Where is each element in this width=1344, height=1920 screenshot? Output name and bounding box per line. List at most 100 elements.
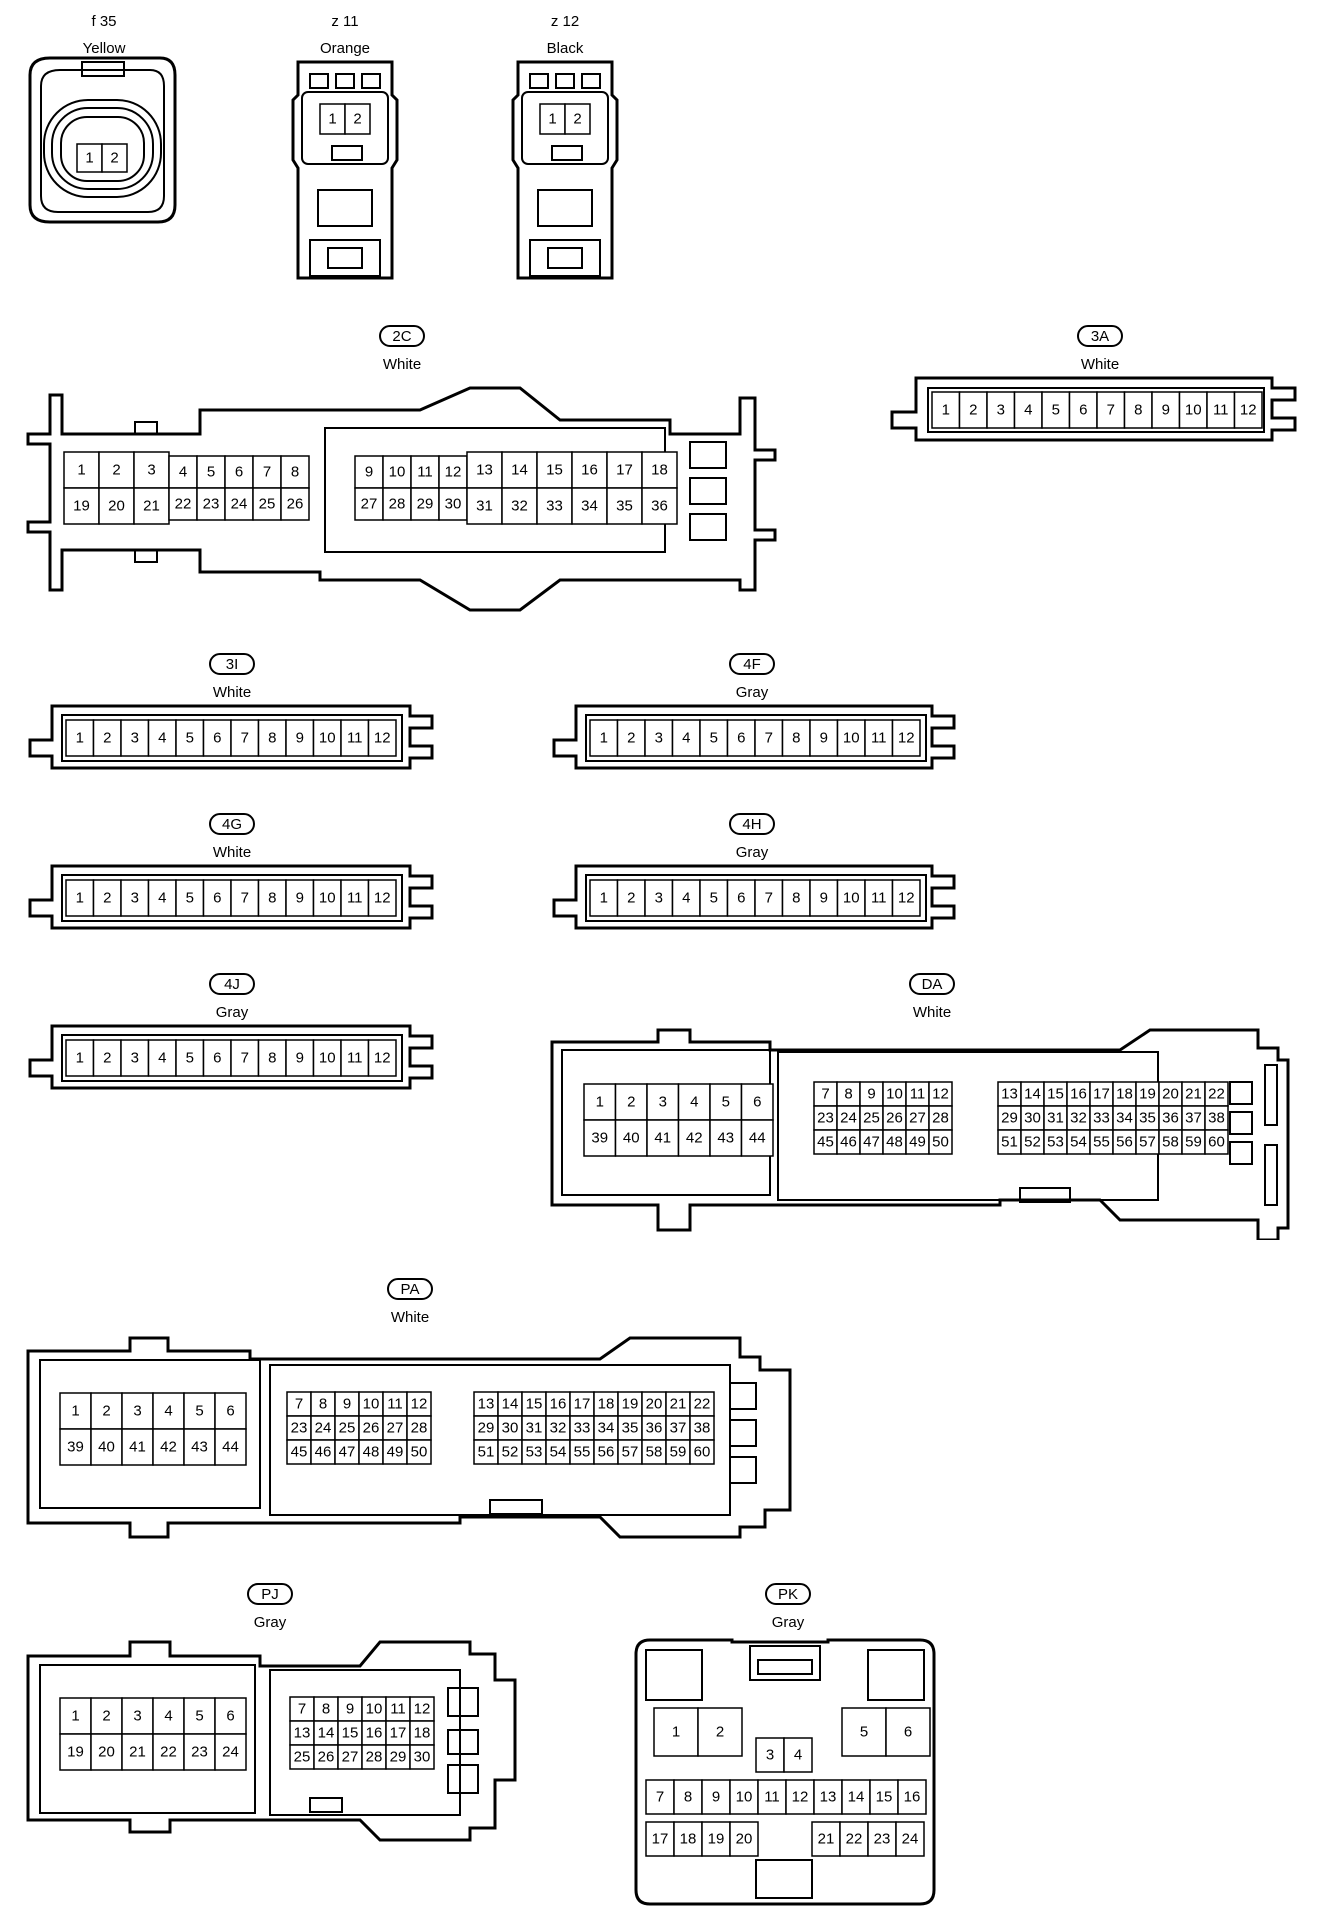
- pin-cell: [147, 1039, 177, 1077]
- pin: 4: [1024, 402, 1032, 419]
- pin: 12: [411, 1396, 428, 1413]
- pin: 1: [672, 1724, 680, 1741]
- connector-code: f 35: [91, 13, 116, 30]
- pin-cell: [897, 1779, 927, 1815]
- pin-cell: [726, 719, 756, 757]
- pin: 10: [319, 890, 336, 907]
- pin: 42: [686, 1130, 703, 1147]
- pin-cell: [257, 1039, 287, 1077]
- pin: 4: [690, 1094, 698, 1111]
- pin: 2: [353, 111, 361, 128]
- pin: 4: [794, 1747, 802, 1764]
- pin: 21: [143, 498, 160, 515]
- pin: 2: [110, 150, 118, 167]
- pin: 24: [315, 1420, 332, 1437]
- pin: 35: [616, 498, 633, 515]
- pin: 3: [659, 1094, 667, 1111]
- pin-cell: [385, 1720, 411, 1746]
- pin: 49: [387, 1444, 404, 1461]
- pin: 13: [1001, 1086, 1018, 1103]
- pin: 6: [226, 1403, 234, 1420]
- pin: 21: [129, 1744, 146, 1761]
- pin-cell: [673, 1779, 703, 1815]
- pin-cell: [986, 391, 1016, 429]
- pin-cell: [740, 1083, 774, 1121]
- pin: 6: [1079, 402, 1087, 419]
- pin: 10: [319, 730, 336, 747]
- pin-cell: [90, 1697, 123, 1735]
- pin: 12: [792, 1789, 809, 1806]
- pin-cell: [285, 879, 315, 917]
- pin: 44: [222, 1439, 239, 1456]
- pin-cell: [152, 1428, 185, 1466]
- connector-color: White: [383, 356, 421, 373]
- pin: 3: [766, 1747, 774, 1764]
- pin: 27: [909, 1110, 926, 1127]
- pin: 24: [222, 1744, 239, 1761]
- connector-color: Black: [547, 40, 584, 57]
- pin: 5: [195, 1708, 203, 1725]
- pin: 12: [898, 730, 915, 747]
- pin: 3: [655, 730, 663, 747]
- pin: 18: [651, 462, 668, 479]
- pin-cell: [1233, 391, 1263, 429]
- pin: 19: [67, 1744, 84, 1761]
- pin: 25: [863, 1110, 880, 1127]
- pin-cell: [406, 1439, 432, 1465]
- pin: 55: [1093, 1134, 1110, 1151]
- pin: 29: [1001, 1110, 1018, 1127]
- pin: 51: [1001, 1134, 1018, 1151]
- pin: 20: [98, 1744, 115, 1761]
- connector-color: Orange: [320, 40, 370, 57]
- connector-color: White: [213, 844, 251, 861]
- pin: 19: [73, 498, 90, 515]
- pin: 4: [164, 1708, 172, 1725]
- pin: 17: [390, 1725, 407, 1742]
- pin: 15: [526, 1396, 543, 1413]
- pin: 39: [67, 1439, 84, 1456]
- pin: 13: [294, 1725, 311, 1742]
- pin-cell: [312, 719, 342, 757]
- pin: 57: [1139, 1134, 1156, 1151]
- pin-cell: [641, 487, 678, 525]
- pin: 47: [863, 1134, 880, 1151]
- pin-cell: [121, 1392, 154, 1430]
- pin-cell: [1204, 1129, 1229, 1155]
- pin: 53: [1047, 1134, 1064, 1151]
- pin: 58: [646, 1444, 663, 1461]
- pin-cell: [202, 1039, 232, 1077]
- pin-cell: [147, 719, 177, 757]
- pin: 18: [598, 1396, 615, 1413]
- pin: 7: [263, 464, 271, 481]
- connector-color: White: [1081, 356, 1119, 373]
- pin: 5: [195, 1403, 203, 1420]
- pin: 10: [843, 730, 860, 747]
- pin: 9: [712, 1789, 720, 1806]
- pin: 36: [1162, 1110, 1179, 1127]
- pin-cell: [358, 1439, 384, 1465]
- pin: 8: [268, 1050, 276, 1067]
- pin: 40: [98, 1439, 115, 1456]
- pin-cell: [152, 1697, 185, 1735]
- pin: 36: [651, 498, 668, 515]
- pin: 9: [296, 1050, 304, 1067]
- pin-cell: [589, 879, 619, 917]
- pin: 6: [737, 890, 745, 907]
- pin: 1: [77, 462, 85, 479]
- pin: 6: [753, 1094, 761, 1111]
- pin-cell: [836, 719, 866, 757]
- pin-cell: [885, 1707, 931, 1757]
- pin-cell: [583, 1119, 617, 1157]
- connector-color: Gray: [216, 1004, 249, 1021]
- pin: 12: [374, 890, 391, 907]
- pin: 11: [347, 890, 363, 907]
- pin: 30: [414, 1749, 431, 1766]
- pin-cell: [214, 1428, 247, 1466]
- pin: 32: [1070, 1110, 1087, 1127]
- pin: 40: [623, 1130, 640, 1147]
